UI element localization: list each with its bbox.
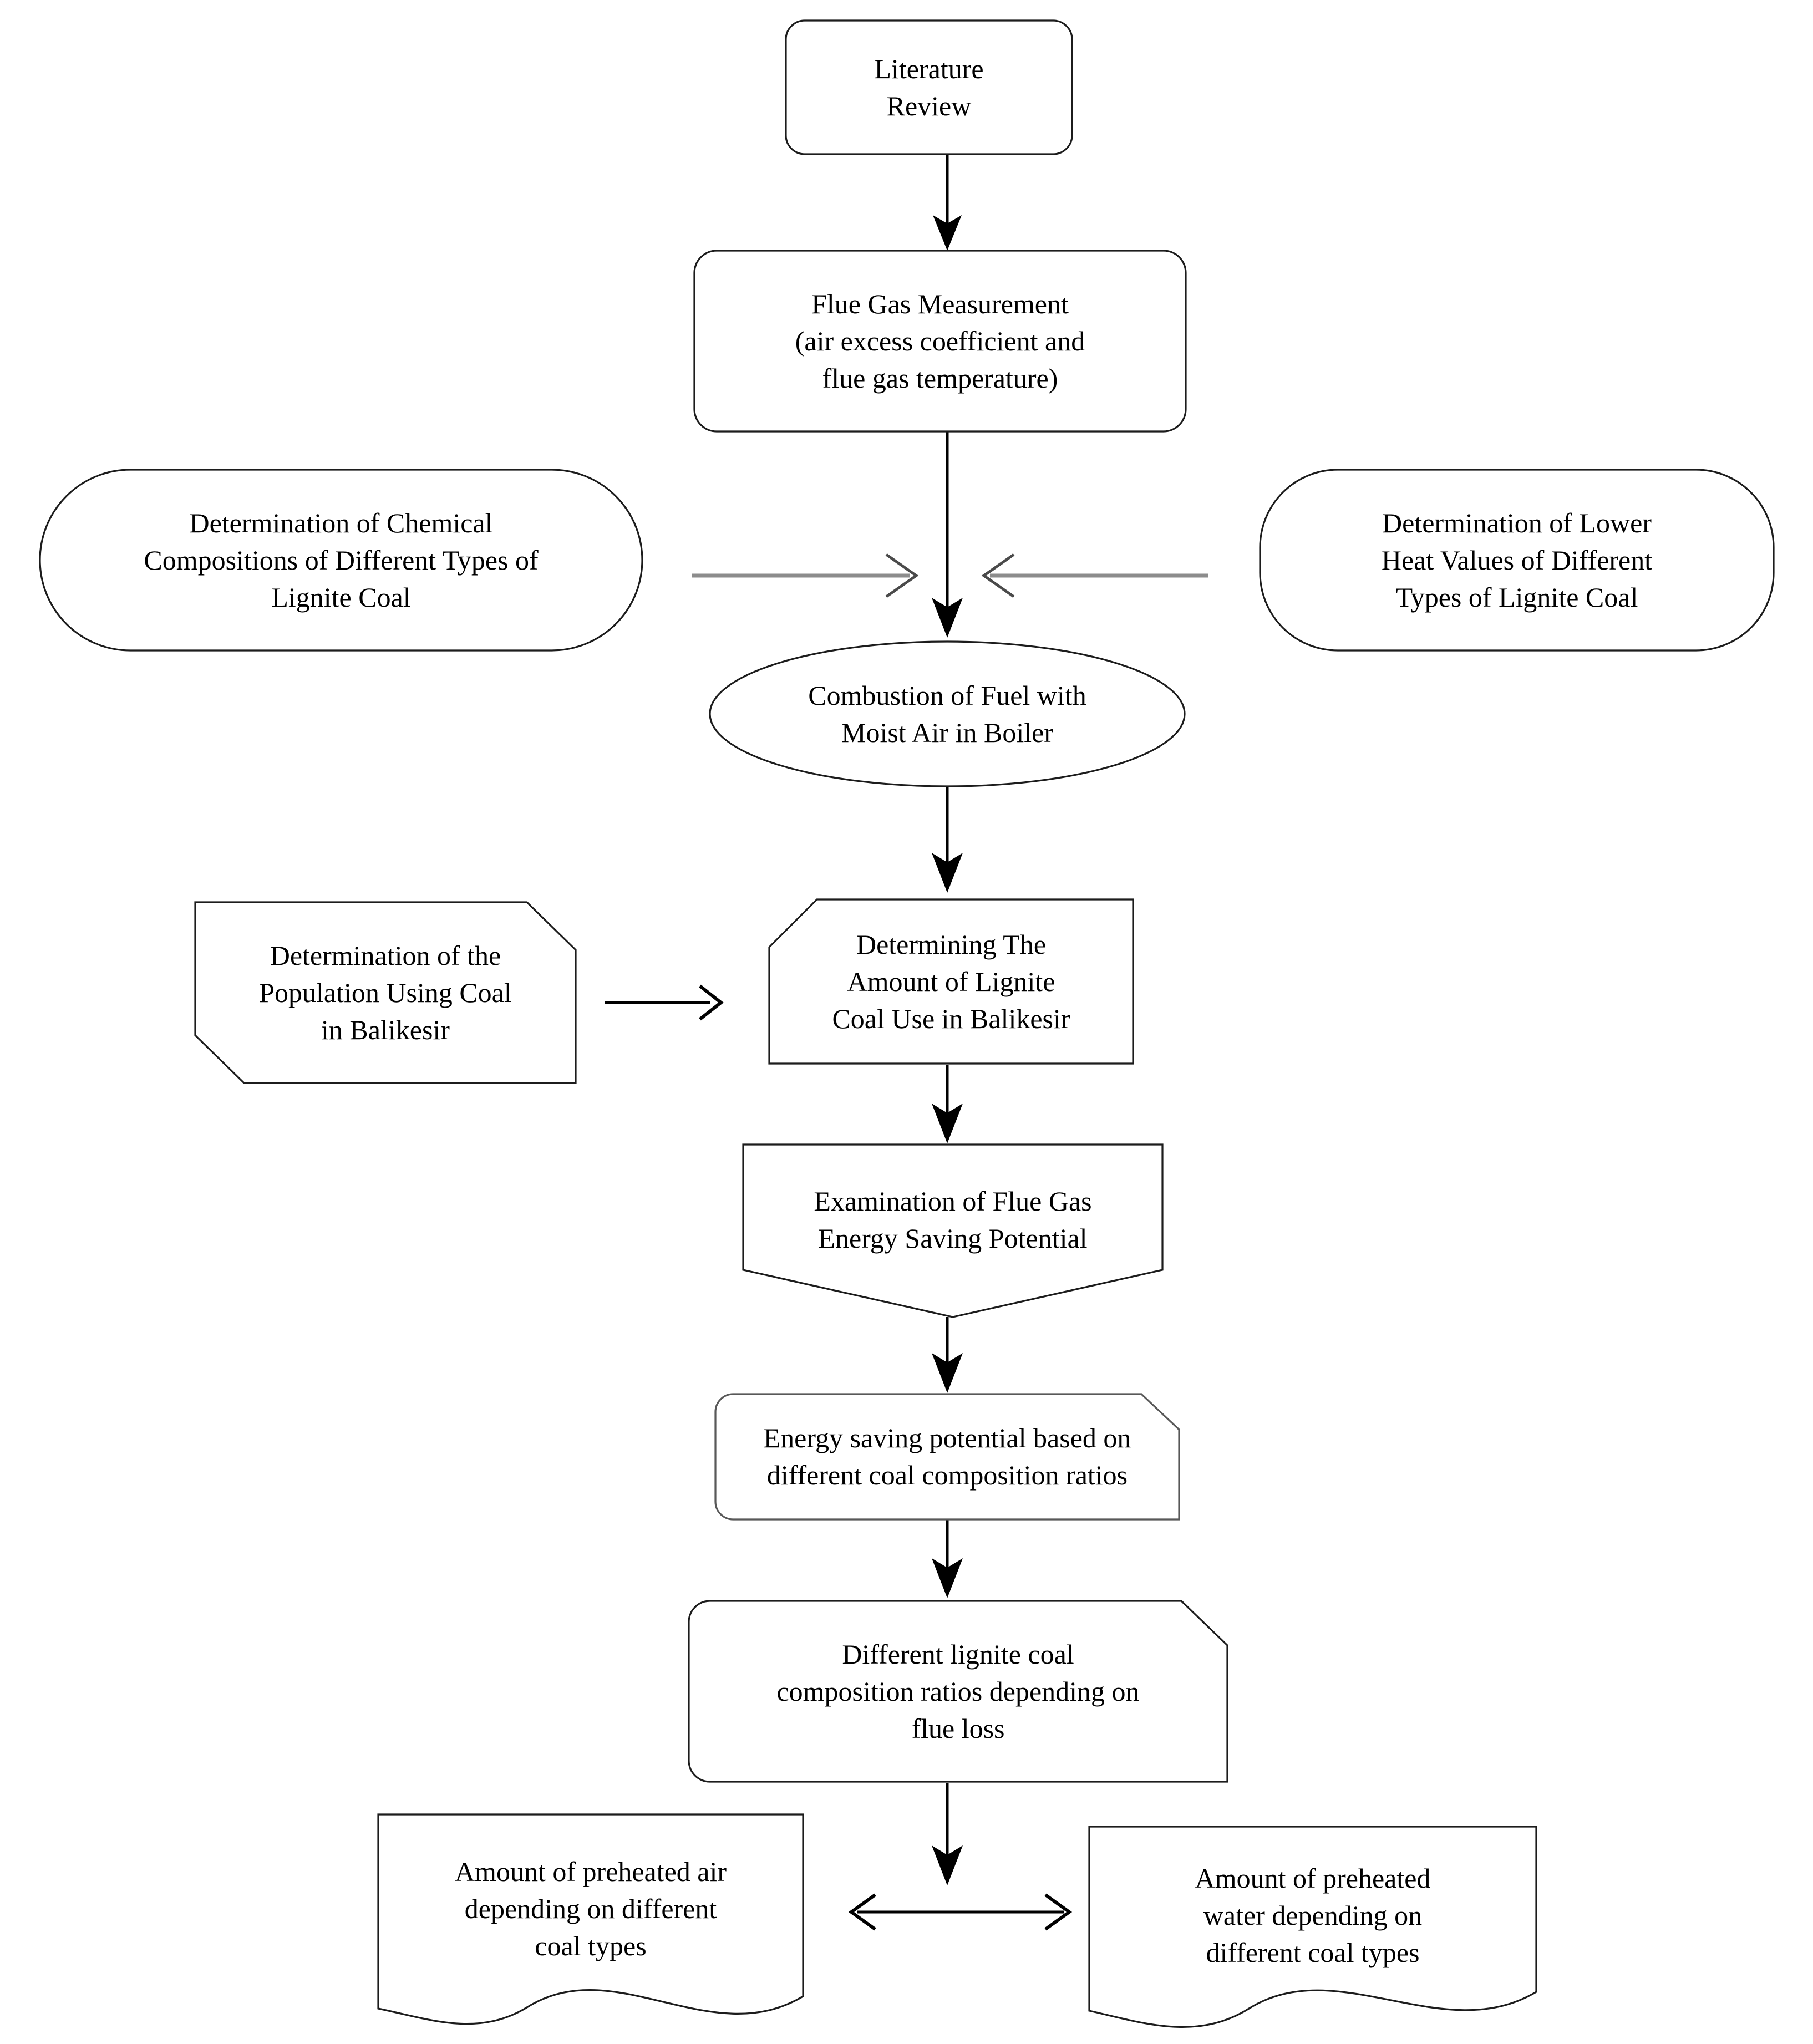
node-lower-heat-values[interactable]: Determination of Lower Heat Values of Di… [1259,469,1775,652]
node-label: Energy saving potential based on differe… [763,1422,1131,1491]
node-chemical-compositions[interactable]: Determination of Chemical Compositions o… [39,469,643,652]
node-preheated-water[interactable]: Amount of preheated water depending on d… [1088,1826,1537,2036]
node-amount-of-lignite-coal[interactable]: Determining The Amount of Lignite Coal U… [768,898,1134,1065]
document-shape [377,1813,804,2035]
node-flue-gas-measurement[interactable]: Flue Gas Measurement (air excess coeffic… [693,250,1187,433]
connector-chemical-to-center [692,553,919,598]
cut-corner-shape [194,901,577,1084]
node-combustion[interactable]: Combustion of Fuel with Moist Air in Boi… [709,640,1186,787]
node-label: Flue Gas Measurement (air excess coeffic… [795,288,1085,394]
connector-amount-to-examination [932,1065,963,1143]
ellipse-shape [709,640,1186,787]
rounded-rect-shape [785,19,1073,155]
connector-heat-values-to-center [981,553,1208,598]
cut-corner-shape [768,898,1134,1065]
node-population-using-coal[interactable]: Determination of the Population Using Co… [194,901,577,1084]
node-preheated-air[interactable]: Amount of preheated air depending on dif… [377,1813,804,2035]
connector-energy-saving-to-ratios [932,1519,963,1598]
node-examination-flue-gas[interactable]: Examination of Flue Gas Energy Saving Po… [742,1143,1164,1318]
connector-population-to-amount [605,984,724,1021]
rounded-rect-shape [693,250,1187,433]
cut-corner-rounded-shape [688,1600,1228,1783]
node-label: Amount of preheated air depending on dif… [454,1856,727,1961]
connector-combustion-to-amount [932,787,963,893]
connector-air-water-bidirectional [848,1893,1073,1931]
node-label: Examination of Flue Gas Energy Saving Po… [814,1185,1092,1254]
connector-flue-gas-to-combustion [932,430,963,638]
stadium-shape [1259,469,1775,652]
connector-ratios-to-bottom [932,1783,963,1885]
node-label: Literature Review [874,53,984,121]
node-label: Combustion of Fuel with Moist Air in Boi… [808,679,1086,748]
pentagon-down-shape [742,1143,1164,1318]
node-label: Different lignite coal composition ratio… [776,1638,1140,1744]
connector-literature-to-flue-gas [933,155,962,251]
stadium-shape [39,469,643,652]
node-label: Determination of Lower Heat Values of Di… [1381,507,1653,613]
node-label: Determination of Chemical Compositions o… [144,507,539,613]
document-shape [1088,1826,1537,2036]
node-composition-ratios-flue-loss[interactable]: Different lignite coal composition ratio… [688,1600,1228,1783]
node-label: Determining The Amount of Lignite Coal U… [832,928,1070,1034]
node-label: Determination of the Population Using Co… [259,939,512,1045]
node-energy-saving-potential[interactable]: Energy saving potential based on differe… [714,1393,1180,1521]
connector-examination-to-energy-saving [932,1317,963,1393]
node-literature-review[interactable]: Literature Review [785,19,1073,155]
cut-corner-rounded-shape [714,1393,1180,1521]
node-label: Amount of preheated water depending on d… [1195,1863,1431,1968]
